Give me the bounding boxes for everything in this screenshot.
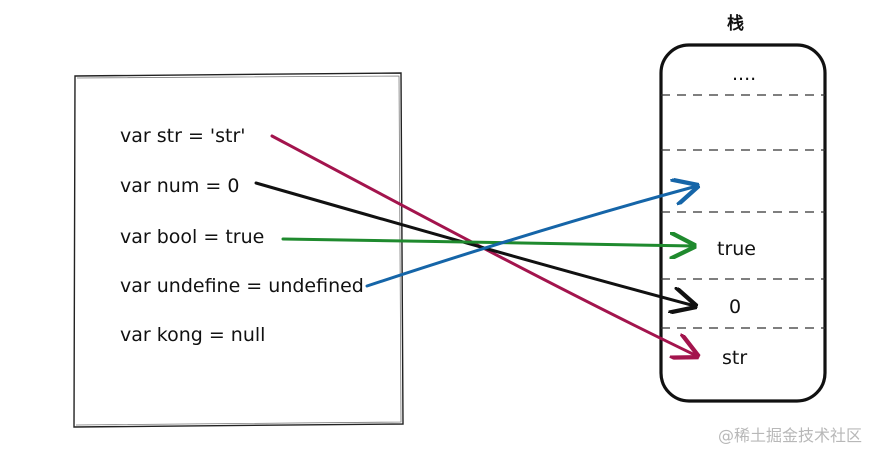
- watermark: @稀土掘金技术社区: [718, 426, 862, 445]
- stack-cell-ellipsis: ....: [732, 63, 756, 85]
- arrow-undefine-to-stack: [365, 186, 697, 288]
- code-box: [73, 72, 404, 428]
- code-line-num: var num = 0: [120, 175, 239, 197]
- stack-container: [659, 43, 827, 403]
- code-line-kong: var kong = null: [120, 324, 265, 346]
- stack-cell-str: str: [722, 347, 747, 369]
- arrow-bool-to-stack: [281, 239, 694, 246]
- code-line-str: var str = 'str': [120, 125, 246, 147]
- stack-cell-zero: 0: [729, 296, 741, 318]
- stack-cell-true: true: [717, 238, 756, 260]
- arrow-str-to-stack: [270, 134, 697, 356]
- code-line-undefine: var undefine = undefined: [120, 275, 364, 297]
- stack-title: 栈: [727, 13, 744, 34]
- code-line-bool: var bool = true: [120, 226, 264, 248]
